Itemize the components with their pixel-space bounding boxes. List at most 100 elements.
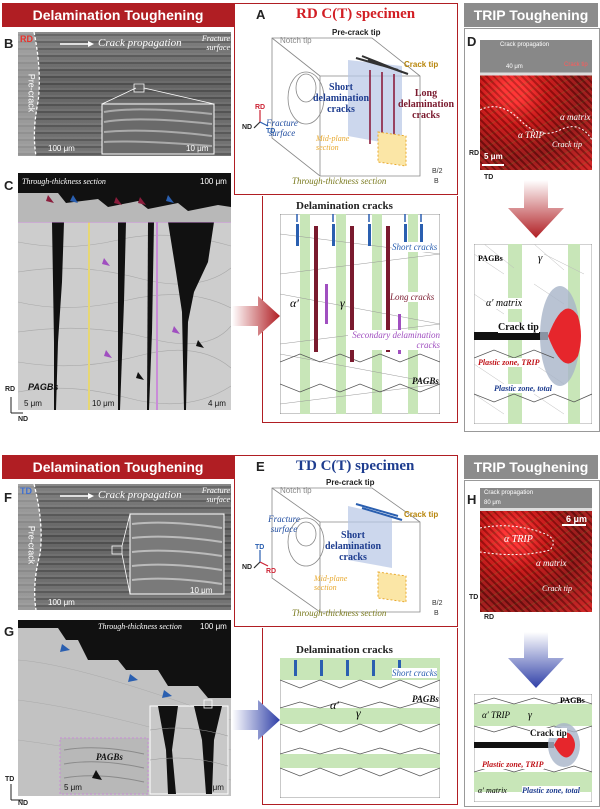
panel-e-axis-td: TD [255, 544, 265, 551]
panel-trip-bottom-plastic-total: Plastic zone, total [522, 786, 580, 795]
panel-h-alpha-matrix: α matrix [536, 558, 567, 568]
panel-f-scale-10: 10 μm [190, 586, 213, 595]
panel-c-scale-5: 5 μm [24, 399, 42, 408]
arrow-right-red-icon [232, 296, 280, 336]
arrow-right-blue-icon [232, 700, 280, 740]
panel-delam-top-short-cracks: Short cracks [392, 242, 438, 252]
panel-d-scale: 5 μm [484, 152, 503, 161]
panel-f-pre-crack: Pre-crack [26, 525, 37, 565]
panel-d-crack-tip-small: Crack tip [564, 62, 588, 68]
panel-d-crack-propagation: Crack propagation [500, 42, 550, 48]
panel-d-alpha-trip: α TRIP [518, 130, 544, 140]
panel-trip-bottom-plastic-trip: Plastic zone, TRIP [482, 760, 544, 769]
panel-label-b: B [4, 36, 14, 51]
panel-trip-bottom-alpha-matrix: α′ matrix [478, 786, 507, 795]
panel-trip-bottom-alpha-trip: α′ TRIP [482, 710, 510, 720]
panel-e-title: TD C(T) specimen [296, 458, 415, 474]
panel-delam-top-title: Delamination cracks [296, 200, 393, 212]
panel-g-scale-top: 100 μm [200, 622, 227, 631]
panel-delam-top-long-cracks: Long cracks [390, 292, 435, 302]
panel-b-pre-crack: Pre-crack [26, 73, 37, 113]
panel-a-through-thickness: Through-thickness section [292, 176, 387, 186]
arrow-down-blue-icon [508, 632, 564, 688]
panel-label-d: D [467, 34, 477, 49]
panel-delam-bottom-gamma: γ [356, 706, 361, 720]
panel-label-e: E [256, 459, 265, 474]
panel-delam-top-diagram [280, 214, 440, 414]
panel-delam-top-gamma: γ [340, 296, 345, 310]
panel-a-long-delam: Long delamination cracks [397, 88, 455, 121]
panel-h-ebsd-image: Crack propagation 80 μm 6 μm α TRIP α ma… [480, 488, 592, 612]
panel-label-g: G [4, 624, 15, 639]
panel-g-scale-5b: 5 μm [206, 783, 224, 792]
panel-a-b2: B/2 [432, 168, 443, 175]
banner-delamination-bottom: Delamination Toughening [2, 455, 234, 479]
panel-d-scale-small: 40 μm [506, 64, 523, 70]
panel-trip-bottom-diagram [474, 694, 592, 802]
panel-h-axis-rd: RD [484, 614, 495, 621]
panel-trip-bottom-crack-tip: Crack tip [530, 728, 567, 738]
panel-delam-top-alpha: α′ [290, 296, 299, 310]
panel-e-b: B [434, 610, 439, 617]
panel-a-pre-crack-tip: Pre-crack tip [332, 28, 381, 37]
banner-delamination-top: Delamination Toughening [2, 3, 234, 27]
panel-trip-top-plastic-total: Plastic zone, total [494, 384, 552, 393]
panel-c-axis-nd: ND [18, 416, 29, 423]
panel-delam-bottom-alpha: α′ [330, 698, 339, 712]
panel-h-alpha-trip: α TRIP [504, 534, 533, 545]
panel-label-a: A [256, 7, 266, 22]
panel-a-title: RD C(T) specimen [296, 6, 416, 22]
panel-b-scale-10: 10 μm [186, 144, 209, 153]
panel-h-crack-tip: Crack tip [542, 584, 572, 593]
panel-b-rd-label: RD [20, 34, 33, 44]
panel-e-pre-crack-tip: Pre-crack tip [326, 478, 375, 487]
panel-b-fracture-surface: Fracture surface [201, 34, 230, 52]
panel-f-fracture-surface: Fracture surface [201, 486, 230, 504]
panel-h-crack-propagation: Crack propagation [484, 490, 534, 496]
panel-c-through-thickness: Through-thickness section [22, 177, 106, 186]
panel-a-axis-nd: ND [242, 124, 253, 131]
panel-delam-bottom-title: Delamination cracks [296, 644, 393, 656]
panel-g-through-thickness: Through-thickness section [98, 622, 182, 631]
panel-d-crack-tip: Crack tip [552, 140, 582, 149]
panel-a-short-delam: Short delamination cracks [312, 82, 370, 115]
panel-a-box [234, 3, 458, 195]
panel-g-axis-nd: ND [18, 800, 29, 807]
panel-trip-top-pagbs: PAGBs [478, 254, 503, 263]
panel-label-f: F [4, 490, 12, 505]
panel-g-axis-td: TD [5, 776, 15, 783]
panel-a-notch-tip: Notch tip [280, 36, 312, 45]
panel-a-axis-rd: RD [255, 104, 266, 111]
panel-e-crack-tip: Crack tip [404, 510, 439, 519]
panel-h-scale: 6 μm [566, 514, 588, 524]
panel-d-axis-td: TD [484, 174, 494, 181]
panel-a-mid-plane: Mid-plane section [316, 134, 350, 152]
panel-e-notch-tip: Notch tip [280, 486, 312, 495]
panel-e-mid-plane: Mid-plane section [314, 574, 348, 592]
panel-h-axis-td: TD [469, 594, 479, 601]
panel-e-short-delam: Short delamination cracks [324, 530, 382, 563]
panel-d-alpha-matrix: α matrix [560, 112, 591, 122]
panel-delam-top-pagbs: PAGBs [412, 376, 439, 386]
panel-d-axis-rd: RD [469, 150, 480, 157]
panel-e-box [234, 455, 458, 627]
panel-b-crack-propagation: Crack propagation [98, 37, 182, 49]
panel-c-bottom-image: PAGBs 5 μm 10 μm 4 μm [18, 222, 231, 410]
panel-g-pagbs: PAGBs [96, 752, 123, 762]
panel-g-image: Through-thickness section 100 μm PAGBs 5… [18, 620, 231, 796]
panel-c-scale-4: 4 μm [208, 399, 226, 408]
panel-a-b: B [434, 178, 439, 185]
panel-e-axis-rd: RD [266, 568, 277, 575]
panel-delam-bottom-pagbs: PAGBs [412, 694, 439, 704]
panel-c-scale-10: 10 μm [92, 399, 115, 408]
panel-b-scale-100: 100 μm [48, 144, 75, 153]
panel-b-sem-image: RD Crack propagation Fracture surface Pr… [18, 32, 231, 156]
panel-delam-top-secondary: Secondary delamination cracks [348, 330, 440, 350]
panel-trip-top-alpha-matrix: α′ matrix [486, 298, 523, 309]
banner-trip-top: TRIP Toughening [464, 3, 598, 27]
panel-trip-top-crack-tip: Crack tip [498, 322, 539, 333]
panel-e-fracture-surface: Fracture surface [268, 514, 300, 534]
panel-trip-top-diagram [474, 244, 592, 424]
panel-a-axis-td: TD [266, 128, 276, 135]
panel-f-td-label: TD [20, 486, 32, 496]
